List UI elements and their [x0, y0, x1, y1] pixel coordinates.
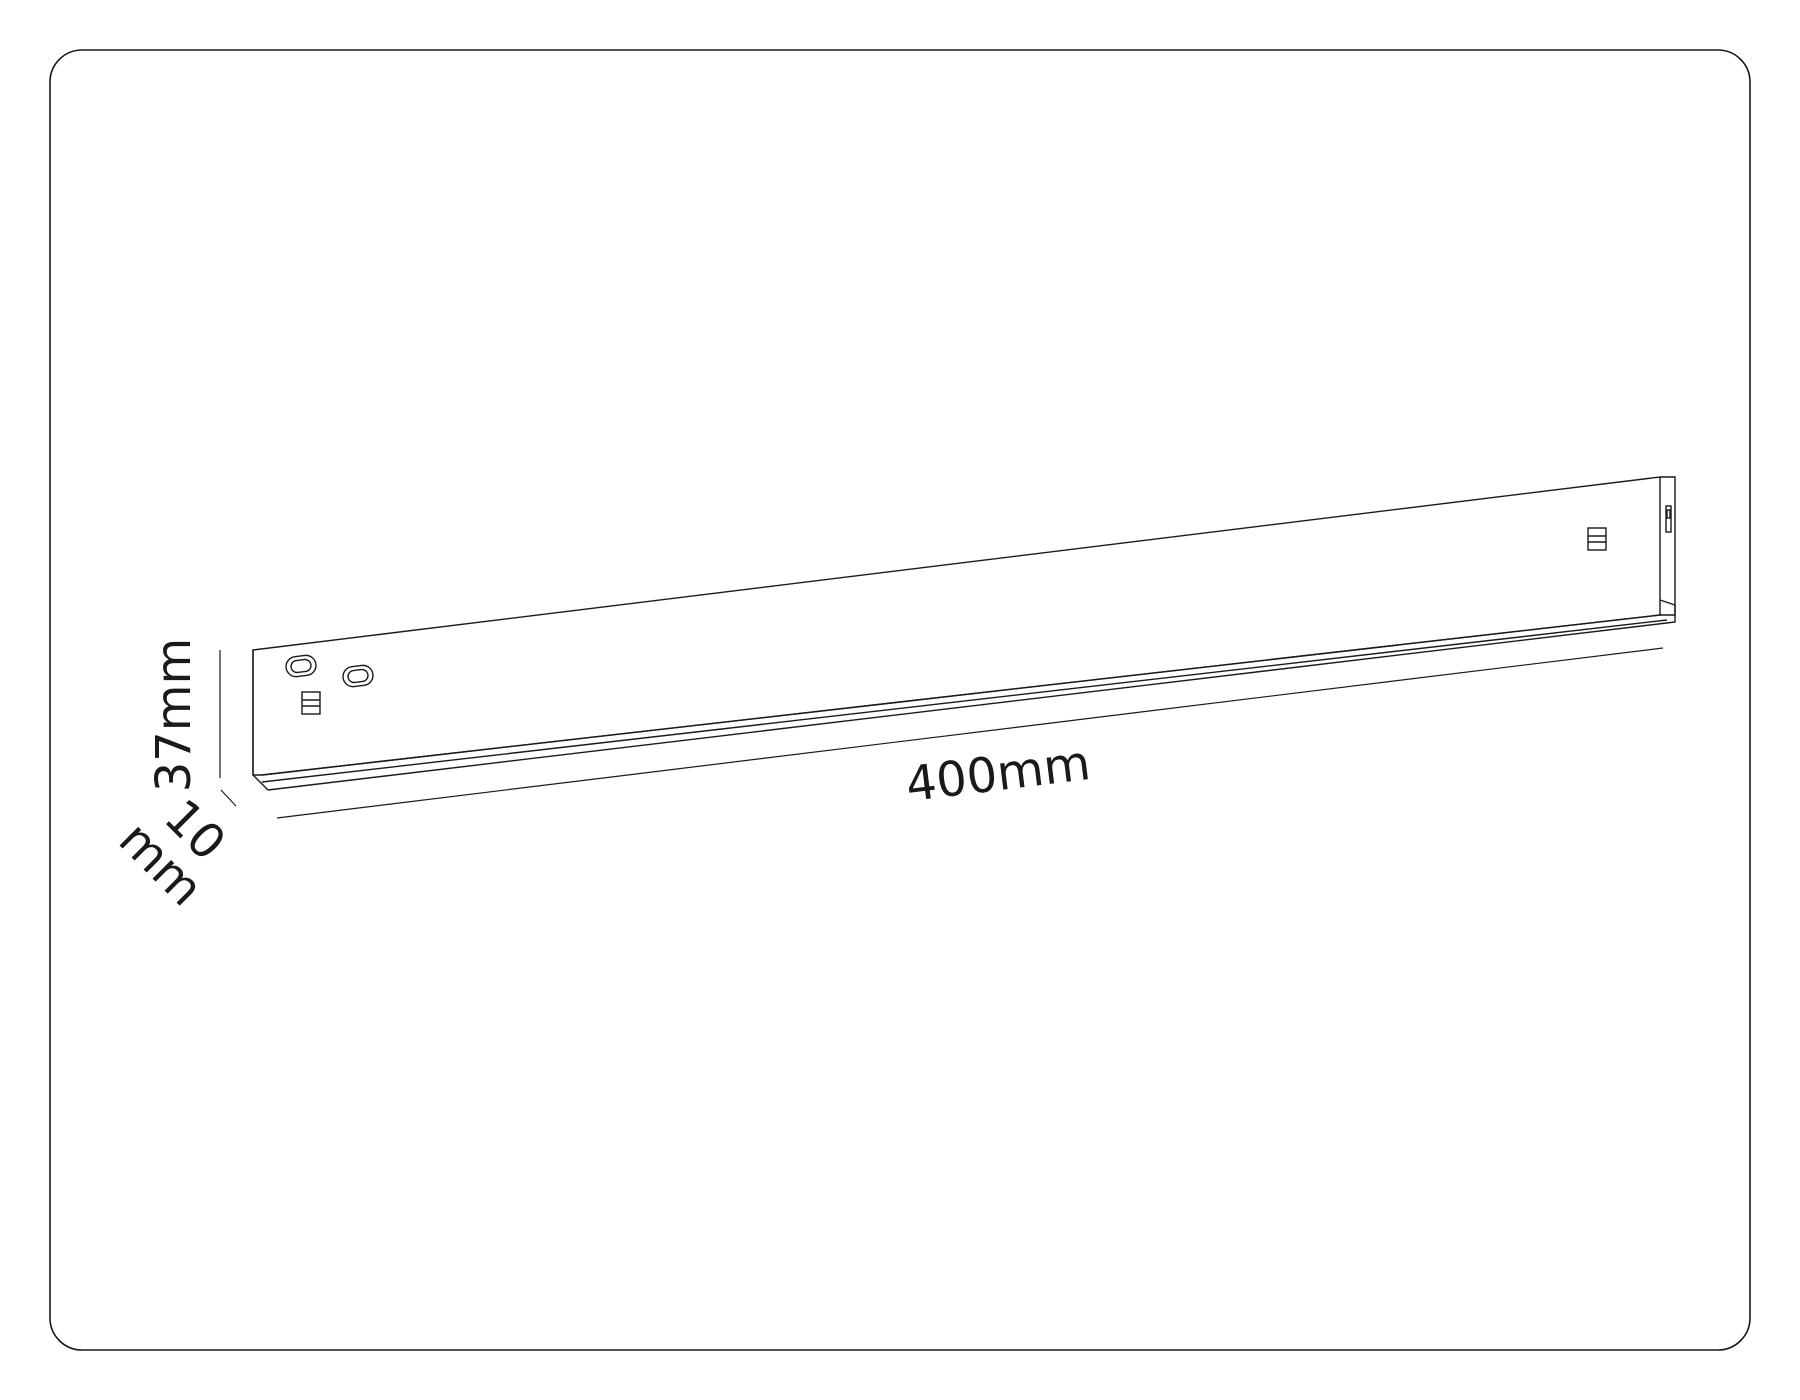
- height-label: 37mm: [146, 638, 202, 793]
- bar-left-edge: [252, 650, 269, 791]
- depth-label: 10 mm: [108, 789, 236, 917]
- end-cap-slot: [1665, 505, 1672, 533]
- length-label: 400mm: [903, 735, 1094, 813]
- bar-end-cap-notch: [1659, 599, 1676, 606]
- frame-border: [49, 49, 1751, 1351]
- dimension-lines: [219, 647, 1664, 819]
- bar-diffuser-line-2: [261, 619, 1668, 783]
- bar-diffuser-line-1: [261, 614, 1661, 776]
- connector-clip-right: [1587, 527, 1607, 551]
- bar-front-face: [252, 476, 1661, 776]
- length-dimension-line: [276, 647, 1664, 819]
- end-cap-slot-inner: [1666, 509, 1671, 519]
- mounting-hole-left: [285, 654, 317, 678]
- depth-dimension-line: [220, 789, 237, 807]
- connector-clip-left: [301, 691, 321, 715]
- mounting-hole-right: [342, 664, 374, 688]
- light-bar: [252, 476, 1676, 791]
- bar-right-end: [1660, 476, 1676, 616]
